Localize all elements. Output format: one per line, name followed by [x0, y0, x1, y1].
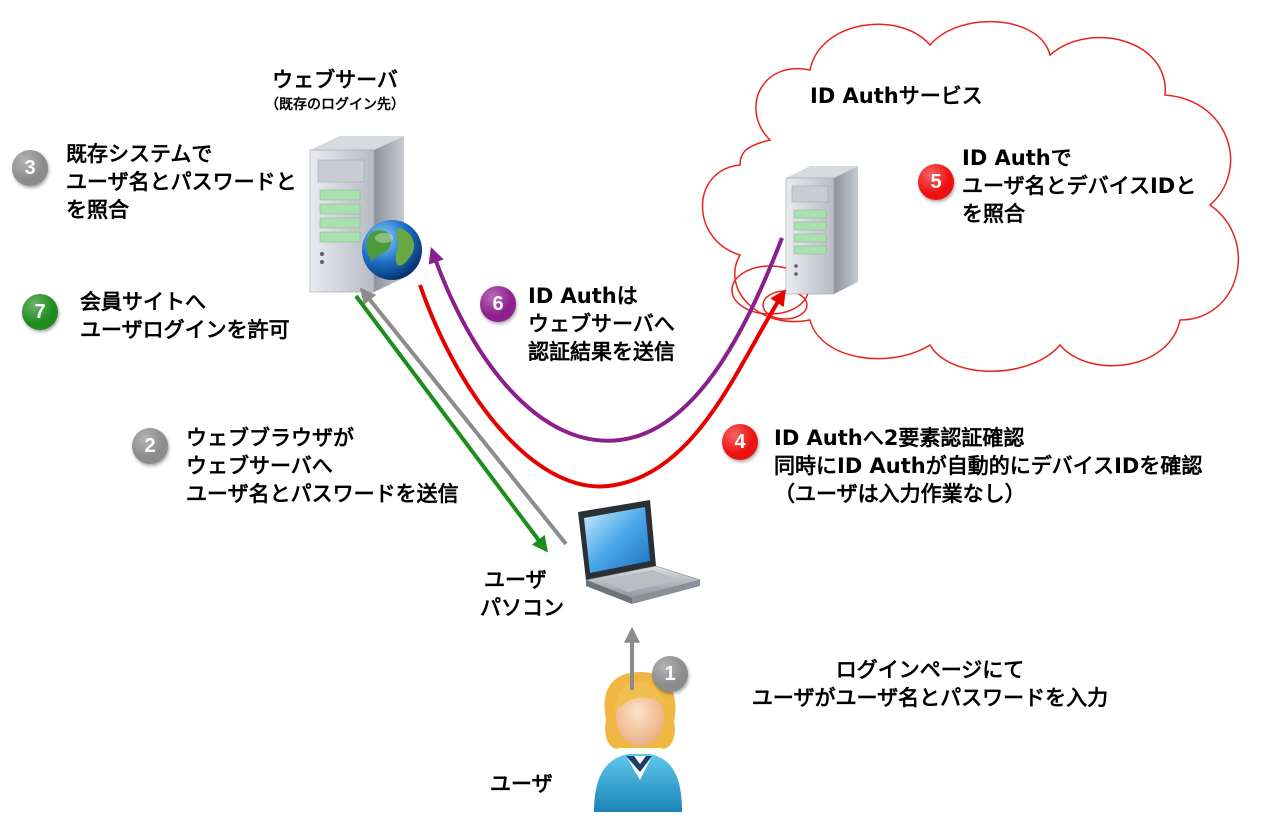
- step-1-badge: 1: [652, 656, 688, 692]
- laptop-icon: [578, 500, 702, 604]
- step-5-text: ID Authで ユーザ名とデバイスIDと を照合: [962, 144, 1196, 228]
- step-5-line-2: ユーザ名とデバイスIDと: [962, 174, 1197, 198]
- step-3-badge: 3: [12, 150, 48, 186]
- user-pc-label-line-2: パソコン: [480, 596, 564, 620]
- step-1-line-2: ユーザがユーザ名とパスワードを入力: [751, 686, 1109, 710]
- step-7-badge: 7: [22, 294, 58, 330]
- step-5-badge: 5: [918, 164, 954, 200]
- user-label: ユーザ: [490, 772, 553, 796]
- step-6-line-1: ID Authは: [528, 284, 638, 308]
- step-6-line-3: 認証結果を送信: [528, 340, 675, 364]
- step-2-line-1: ウェブブラウザが: [186, 426, 354, 450]
- step-5-line-3: を照合: [962, 202, 1025, 226]
- step-7-line-2: ユーザログインを許可: [80, 318, 290, 342]
- step-3-text: 既存システムで ユーザ名とパスワードと を照合: [66, 140, 297, 224]
- web-server-subtitle: （既存のログイン先）: [265, 97, 405, 113]
- step-4-line-1: ID Authへ2要素認証確認: [774, 426, 1025, 450]
- user-pc-label: ユーザ パソコン: [480, 566, 564, 622]
- step-2-line-2: ウェブサーバへ: [186, 454, 333, 478]
- step-3-line-2: ユーザ名とパスワードと: [66, 170, 297, 194]
- arrow-6-idauth-to-webserver: [428, 237, 784, 443]
- step-4-text: ID Authへ2要素認証確認 同時にID Authが自動的にデバイスIDを確認…: [774, 424, 1202, 508]
- web-server-label: ウェブサーバ: [250, 66, 420, 94]
- step-5-line-1: ID Authで: [962, 146, 1072, 170]
- user-figure-icon: [594, 672, 682, 812]
- step-2-text: ウェブブラウザが ウェブサーバへ ユーザ名とパスワードを送信: [186, 424, 459, 508]
- step-6-line-2: ウェブサーバへ: [528, 312, 675, 336]
- id-auth-server-icon: [785, 166, 858, 295]
- user-pc-label-line-1: ユーザ: [484, 568, 547, 592]
- step-4-line-2: 同時にID Authが自動的にデバイスIDを確認: [774, 454, 1203, 478]
- id-auth-service-label: ID Authサービス: [810, 84, 983, 108]
- step-4-line-3: （ユーザは入力作業なし）: [774, 482, 1026, 506]
- arrow-4-webserver-to-idauth: [418, 284, 786, 489]
- globe-icon: [362, 220, 422, 280]
- step-4-badge: 4: [722, 424, 758, 460]
- arrow-7-webserver-to-pc: [354, 294, 548, 553]
- step-3-line-3: を照合: [66, 198, 129, 222]
- step-7-text: 会員サイトへ ユーザログインを許可: [80, 288, 290, 344]
- web-server-title: ウェブサーバ: [272, 68, 398, 92]
- step-1-text: ログインページにて ユーザがユーザ名とパスワードを入力: [720, 656, 1140, 712]
- step-3-line-1: 既存システムで: [66, 142, 213, 166]
- step-6-text: ID Authは ウェブサーバへ 認証結果を送信: [528, 282, 675, 366]
- step-1-line-1: ログインページにて: [835, 658, 1025, 682]
- step-2-badge: 2: [132, 428, 168, 464]
- step-2-line-3: ユーザ名とパスワードを送信: [186, 482, 459, 506]
- step-7-line-1: 会員サイトへ: [80, 290, 206, 314]
- step-6-badge: 6: [480, 286, 516, 322]
- arrow-2-pc-to-webserver: [359, 287, 568, 546]
